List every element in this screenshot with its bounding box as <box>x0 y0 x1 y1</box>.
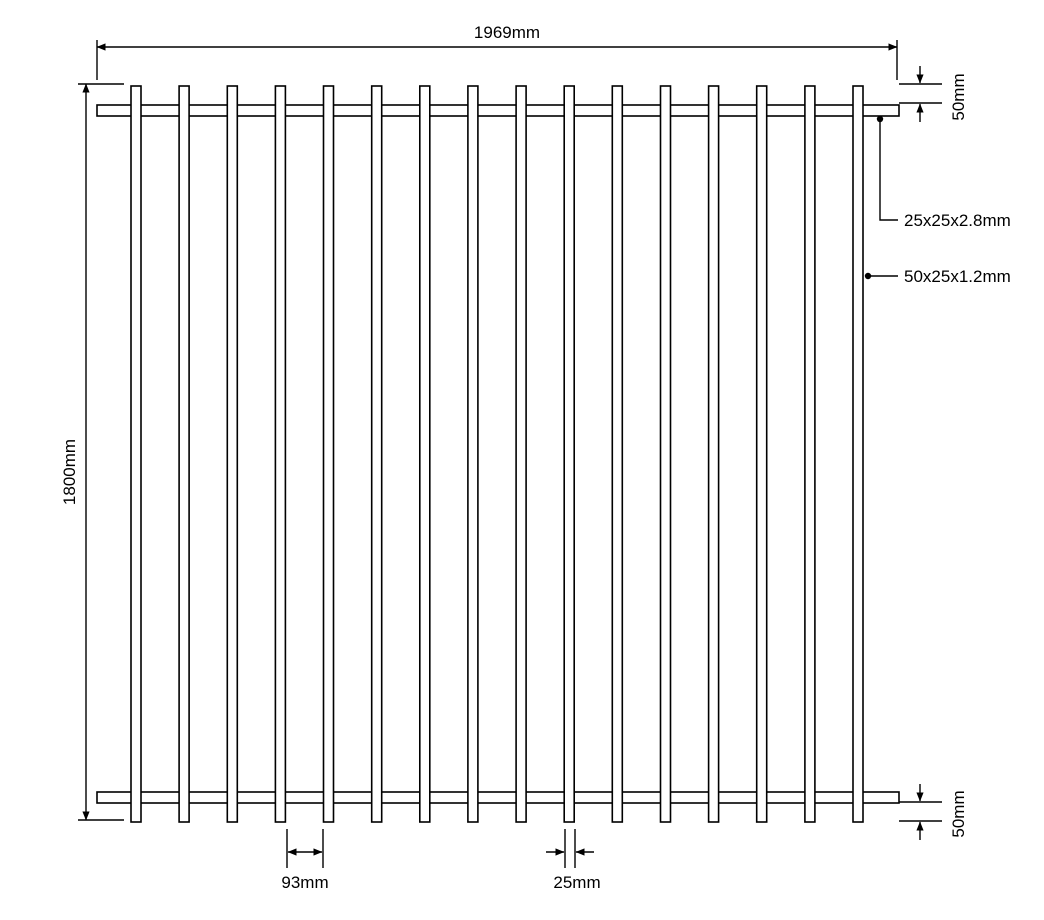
top-offset-label: 50mm <box>949 73 968 120</box>
gap-dimension <box>286 829 324 868</box>
picket-size-label: 50x25x1.2mm <box>904 267 1011 286</box>
picket-10 <box>563 85 576 823</box>
pickets <box>130 85 864 823</box>
picket-15 <box>804 85 816 823</box>
picket-14 <box>755 85 768 823</box>
picket-5 <box>322 85 335 823</box>
picket-9 <box>515 85 527 823</box>
picket-width-dimension <box>546 829 594 868</box>
picket-7 <box>418 85 431 823</box>
bottom-rail <box>96 791 900 804</box>
picket-8 <box>467 85 479 823</box>
picket-11 <box>611 85 624 823</box>
rail-callout <box>879 119 898 221</box>
bottom-offset-label: 50mm <box>949 790 968 837</box>
height-dimension <box>78 83 124 821</box>
top-offset-dimension <box>899 66 942 122</box>
picket-width-label: 25mm <box>553 873 600 892</box>
picket-4 <box>274 85 287 823</box>
picket-1 <box>130 85 142 823</box>
rail-callout-dot <box>876 115 884 123</box>
picket-2 <box>178 85 190 823</box>
width-dimension <box>96 40 898 80</box>
picket-3 <box>226 85 239 823</box>
picket-12 <box>659 85 672 823</box>
rails <box>96 104 900 804</box>
picket-13 <box>707 85 720 823</box>
overall-width-label: 1969mm <box>474 23 540 42</box>
picket-callout-dot <box>864 272 872 280</box>
rail-size-label: 25x25x2.8mm <box>904 211 1011 230</box>
top-rail <box>96 104 900 117</box>
picket-6 <box>370 85 383 823</box>
picket-gap-label: 93mm <box>281 873 328 892</box>
picket-16 <box>852 85 864 823</box>
overall-height-label: 1800mm <box>60 439 79 505</box>
bottom-offset-dimension <box>899 784 942 840</box>
